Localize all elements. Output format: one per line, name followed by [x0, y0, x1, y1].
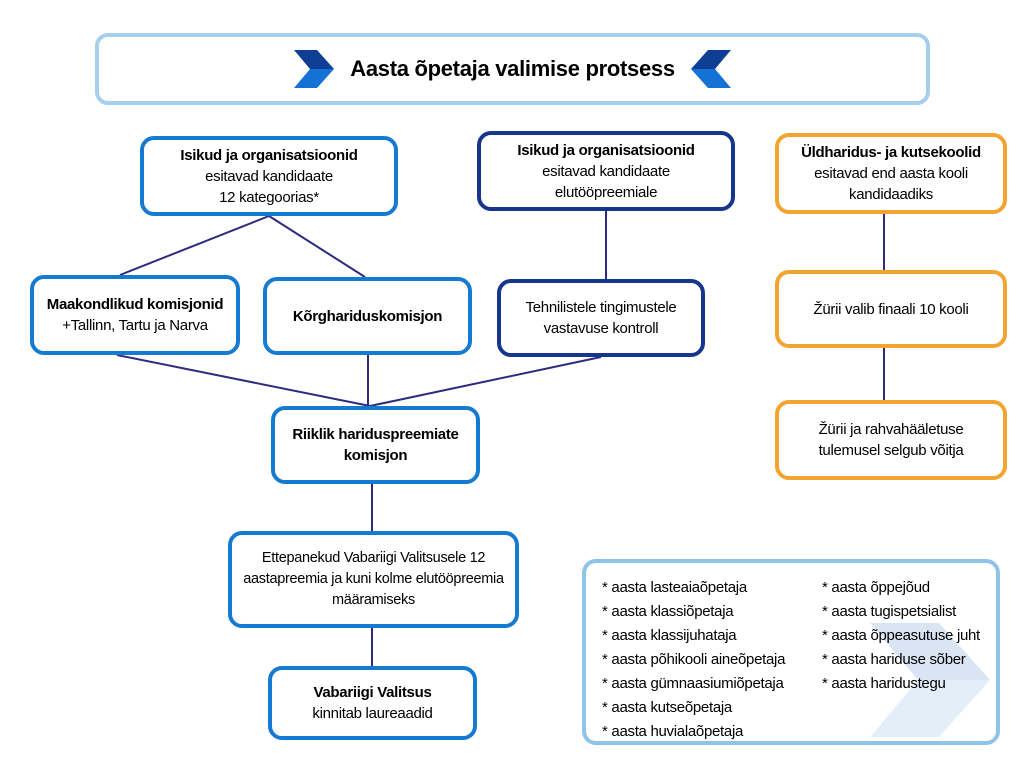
legend-item: * aasta hariduse sõber: [822, 651, 966, 668]
legend-item: * aasta haridustegu: [822, 675, 946, 692]
node-submit-lifetime: Isikud ja organisatsioonid esitavad kand…: [477, 131, 735, 211]
node-proposals: Ettepanekud Vabariigi Valitsusele 12 aas…: [228, 531, 519, 628]
legend-item: * aasta õppeasutuse juht: [822, 627, 980, 644]
chevron-left-icon: [690, 50, 731, 88]
legend-column-right: * aasta õppejõud * aasta tugispetsialist…: [822, 576, 980, 741]
legend-item: * aasta gümnaasiumiõpetaja: [602, 675, 784, 692]
connector-categories-to-county: [119, 215, 270, 276]
legend-column-left: * aasta lasteaiaõpetaja * aasta klassiõp…: [602, 576, 806, 741]
node-national-committee: Riiklik hariduspreemiate komisjon: [271, 406, 480, 484]
legend-item: * aasta õppejõud: [822, 579, 930, 596]
legend-item: * aasta klassiõpetaja: [602, 603, 734, 620]
node-submit-categories: Isikud ja organisatsioonid esitavad kand…: [140, 136, 398, 216]
node-technical-check: Tehnilistele tingimustele vastavuse kont…: [497, 279, 705, 357]
page-title: Aasta õpetaja valimise protsess: [350, 56, 675, 81]
node-county-committees: Maakondlikud komisjonid +Tallinn, Tartu …: [30, 275, 240, 355]
legend-item: * aasta klassijuhataja: [602, 627, 737, 644]
legend-item: * aasta tugispetsialist: [822, 603, 957, 620]
chevron-right-icon: [294, 50, 335, 88]
node-schools-submit: Üldharidus- ja kutsekoolid esitavad end …: [775, 133, 1007, 214]
title-banner: Aasta õpetaja valimise protsess: [95, 33, 930, 105]
node-higher-ed-committee: Kõrghariduskomisjon: [263, 277, 472, 355]
node-jury-public-vote: Žürii ja rahvahääletuse tulemusel selgub…: [775, 400, 1007, 480]
connector-categories-to-higher-ed: [268, 215, 366, 278]
connector-county-to-national: [116, 354, 371, 407]
node-jury-finals: Žürii valib finaali 10 kooli: [775, 270, 1007, 348]
connector-technical-to-national: [369, 356, 602, 407]
legend-item: * aasta kutseõpetaja: [602, 699, 732, 716]
legend-item: * aasta lasteaiaõpetaja: [602, 579, 747, 596]
legend-item: * aasta põhikooli aineõpetaja: [602, 651, 786, 668]
node-government: Vabariigi Valitsus kinnitab laureaadid: [268, 666, 477, 740]
chevron-watermark-icon: [870, 623, 990, 737]
legend-item: * aasta huvialaõpetaja: [602, 723, 744, 740]
categories-legend: * aasta lasteaiaõpetaja * aasta klassiõp…: [582, 559, 1000, 745]
